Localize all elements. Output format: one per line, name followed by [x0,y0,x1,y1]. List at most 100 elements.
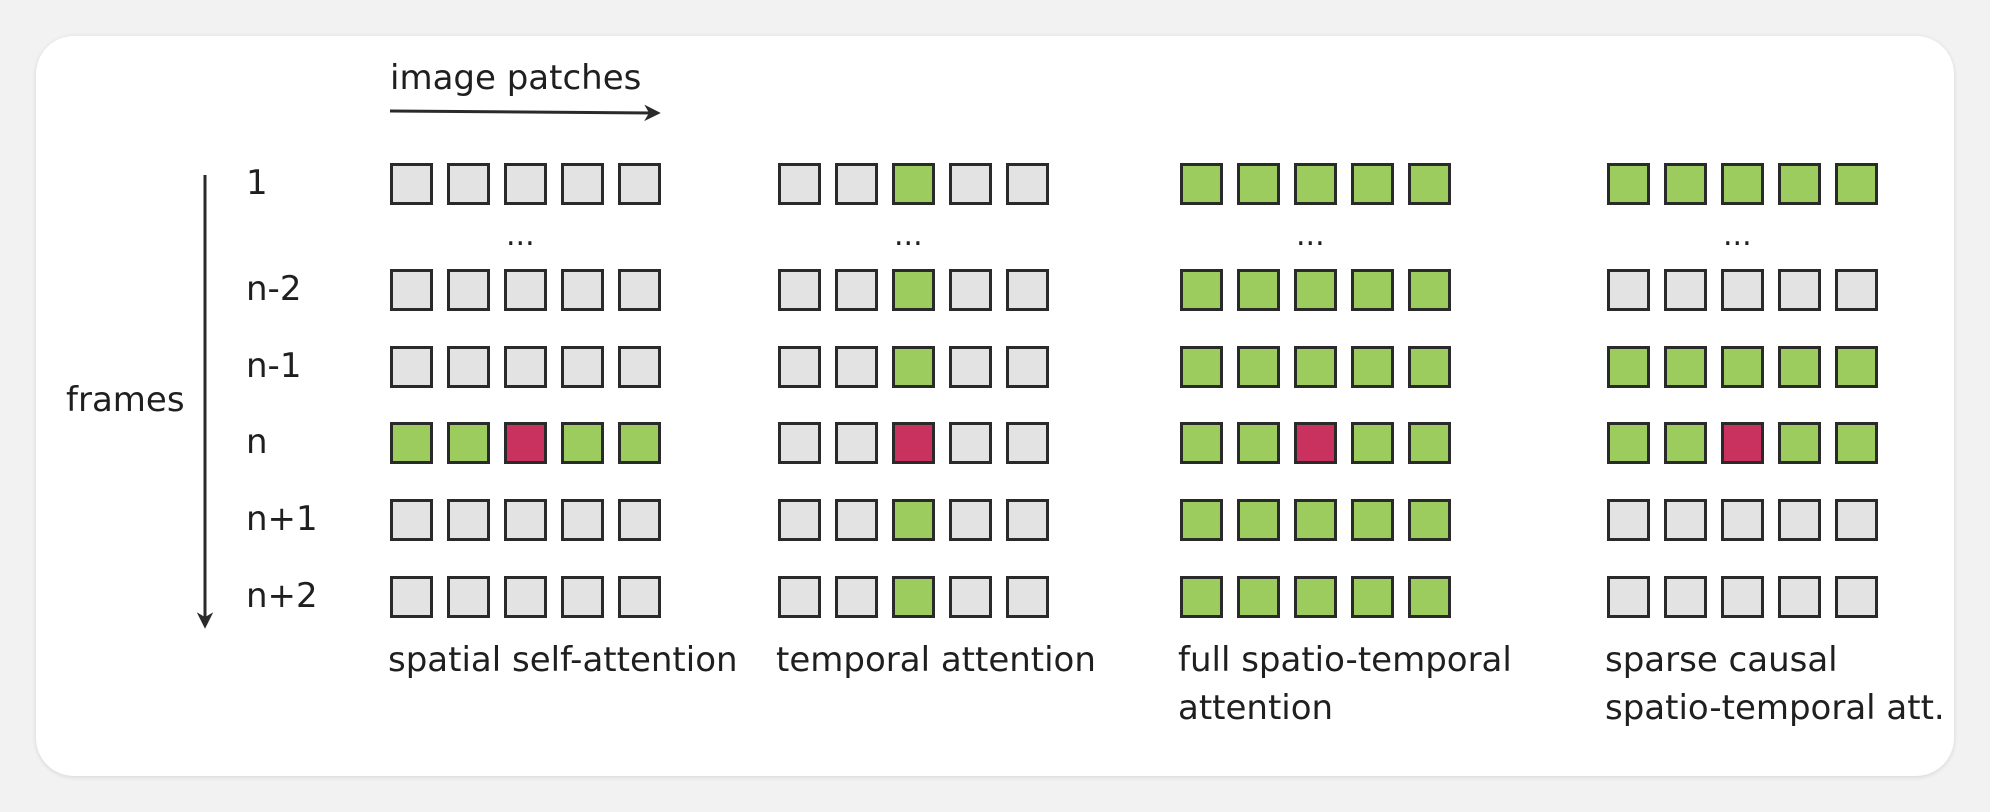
attended-patch [1294,269,1337,311]
attended-patch [1835,422,1878,464]
frame-label-n-2: n-2 [246,269,302,309]
query-patch [892,422,935,464]
neutral-patch [1006,269,1049,311]
neutral-patch [618,499,661,541]
neutral-patch [835,422,878,464]
frame-label-n: n [246,422,268,462]
neutral-patch [778,163,821,205]
neutral-patch [1006,576,1049,618]
neutral-patch [1835,269,1878,311]
attended-patch [1180,499,1223,541]
frame-label-1: 1 [246,163,268,203]
neutral-patch [1607,499,1650,541]
attended-patch [1721,163,1764,205]
attended-patch [1294,346,1337,388]
attended-patch [1294,499,1337,541]
panel-caption: temporal attention [776,640,1096,680]
neutral-patch [561,269,604,311]
ellipsis: ... [1296,218,1325,253]
attended-patch [1778,422,1821,464]
attended-patch [1180,576,1223,618]
neutral-patch [504,576,547,618]
attended-patch [1180,163,1223,205]
attended-patch [1408,576,1451,618]
diagram-card [36,36,1954,776]
attended-patch [1607,422,1650,464]
neutral-patch [618,163,661,205]
attended-patch [1351,269,1394,311]
attended-patch [1237,163,1280,205]
attended-patch [1180,422,1223,464]
neutral-patch [618,346,661,388]
neutral-patch [1835,499,1878,541]
neutral-patch [949,422,992,464]
frame-label-n+2: n+2 [246,576,318,616]
attended-patch [892,346,935,388]
image-patches-label: image patches [390,58,642,98]
neutral-patch [835,499,878,541]
neutral-patch [1778,499,1821,541]
attended-patch [1835,163,1878,205]
neutral-patch [1778,576,1821,618]
query-patch [1721,422,1764,464]
neutral-patch [949,346,992,388]
attended-patch [1607,346,1650,388]
attended-patch [1351,499,1394,541]
neutral-patch [447,163,490,205]
neutral-patch [1721,576,1764,618]
ellipsis: ... [894,218,923,253]
neutral-patch [447,346,490,388]
attended-patch [1351,576,1394,618]
neutral-patch [778,346,821,388]
neutral-patch [949,269,992,311]
neutral-patch [1006,346,1049,388]
neutral-patch [1835,576,1878,618]
attended-patch [1294,576,1337,618]
attended-patch [1664,422,1707,464]
neutral-patch [447,269,490,311]
attended-patch [1408,499,1451,541]
attended-patch [892,163,935,205]
neutral-patch [504,163,547,205]
frame-label-n+1: n+1 [246,499,318,539]
attended-patch [390,422,433,464]
attended-patch [1294,163,1337,205]
attended-patch [1664,163,1707,205]
ellipsis: ... [506,218,535,253]
neutral-patch [1721,269,1764,311]
neutral-patch [778,576,821,618]
attended-patch [618,422,661,464]
query-patch [1294,422,1337,464]
attended-patch [1778,163,1821,205]
neutral-patch [1006,163,1049,205]
neutral-patch [835,163,878,205]
attended-patch [1237,499,1280,541]
neutral-patch [1607,576,1650,618]
neutral-patch [1721,499,1764,541]
neutral-patch [504,269,547,311]
neutral-patch [1778,269,1821,311]
neutral-patch [1006,422,1049,464]
attended-patch [1408,163,1451,205]
attended-patch [1237,346,1280,388]
attended-patch [1721,346,1764,388]
neutral-patch [835,576,878,618]
attended-patch [1408,346,1451,388]
neutral-patch [390,269,433,311]
attended-patch [1180,346,1223,388]
neutral-patch [949,499,992,541]
neutral-patch [1664,499,1707,541]
neutral-patch [1607,269,1650,311]
neutral-patch [778,422,821,464]
panel-caption: sparse causal spatio-temporal att. [1605,640,1945,728]
neutral-patch [949,576,992,618]
neutral-patch [390,499,433,541]
query-patch [504,422,547,464]
panel-caption: full spatio-temporal attention [1178,640,1512,728]
attended-patch [1408,269,1451,311]
attended-patch [1351,346,1394,388]
attended-patch [1237,576,1280,618]
attended-patch [1778,346,1821,388]
attended-patch [1351,422,1394,464]
